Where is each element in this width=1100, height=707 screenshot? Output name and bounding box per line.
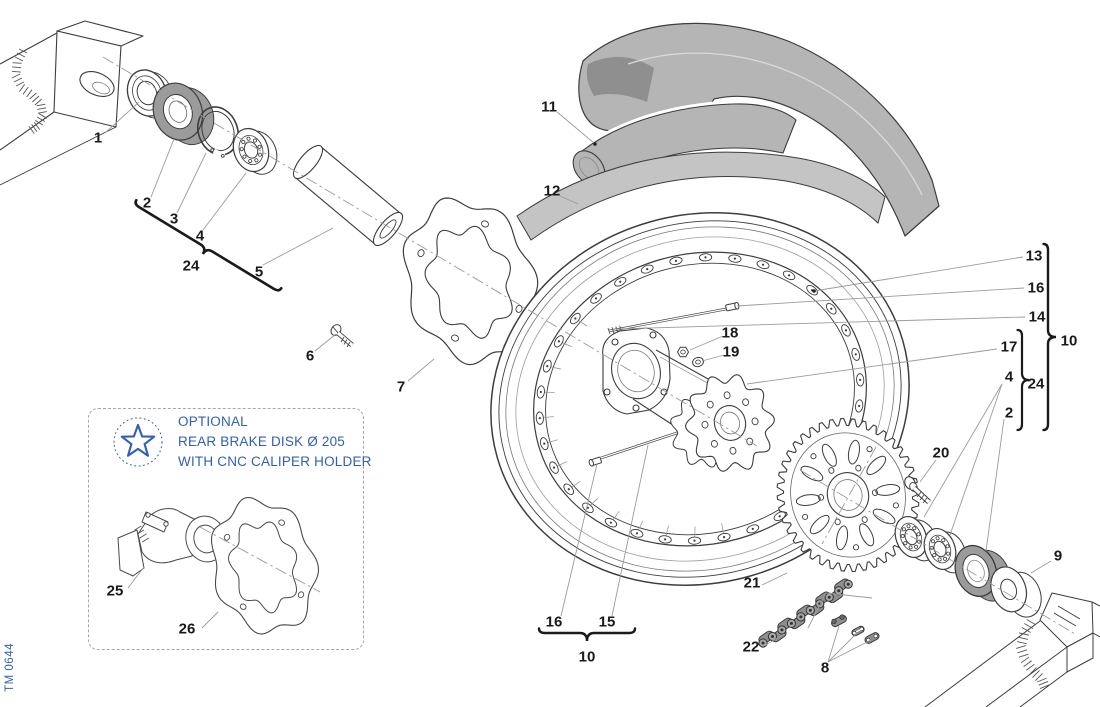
callout-24-left: 24 bbox=[182, 257, 200, 275]
callout-4-right: 4 bbox=[1004, 368, 1014, 386]
optional-note-line3: WITH CNC CALIPER HOLDER bbox=[178, 454, 372, 469]
rear-brake-disc bbox=[402, 197, 539, 366]
callout-10-right: 10 bbox=[1060, 332, 1078, 350]
callout-25: 25 bbox=[106, 582, 124, 600]
optional-caliper-and-disc bbox=[117, 496, 320, 635]
callout-6: 6 bbox=[305, 347, 315, 365]
callout-9: 9 bbox=[1053, 547, 1063, 565]
callout-24-right: 24 bbox=[1027, 375, 1045, 393]
sprocket-bolt bbox=[904, 476, 931, 505]
leader-lines bbox=[104, 101, 1052, 663]
callout-17: 17 bbox=[1000, 338, 1018, 356]
optional-note-line2: REAR BRAKE DISK Ø 205 bbox=[178, 434, 346, 449]
callout-21: 21 bbox=[743, 574, 761, 592]
callout-14: 14 bbox=[1028, 308, 1046, 326]
callout-16-right: 16 bbox=[1027, 279, 1045, 297]
callout-11: 11 bbox=[541, 98, 557, 116]
drawing-number: TM 0644 bbox=[4, 643, 16, 692]
center-lines bbox=[102, 56, 1076, 635]
callout-5: 5 bbox=[254, 263, 264, 281]
callout-13: 13 bbox=[1025, 247, 1043, 265]
swingarm-right-end bbox=[924, 592, 1100, 707]
axle-parts-group bbox=[126, 69, 354, 348]
callout-2-right: 2 bbox=[1004, 404, 1014, 422]
callout-1: 1 bbox=[93, 129, 103, 147]
rear-sprocket bbox=[776, 417, 920, 573]
drive-chain bbox=[758, 578, 853, 648]
callout-2: 2 bbox=[142, 194, 152, 212]
callout-12: 12 bbox=[543, 182, 561, 200]
callout-16-bottom: 16 bbox=[545, 613, 563, 631]
axle-spacer-tube bbox=[292, 144, 404, 247]
wheel-hub bbox=[602, 327, 729, 445]
sprocket-carrier-flange bbox=[670, 374, 775, 472]
callout-8: 8 bbox=[820, 659, 830, 677]
optional-note-line1: OPTIONAL bbox=[178, 414, 248, 429]
callout-10-bottom: 10 bbox=[578, 648, 596, 666]
rim-band bbox=[516, 151, 886, 241]
chain-master-link-parts bbox=[831, 614, 880, 644]
swingarm-left-end bbox=[0, 20, 144, 186]
group-braces bbox=[134, 198, 1057, 642]
callout-26: 26 bbox=[178, 620, 196, 638]
callout-4: 4 bbox=[195, 227, 205, 245]
callout-19: 19 bbox=[722, 343, 740, 361]
right-bearings-seal-spacer bbox=[894, 516, 1042, 618]
callout-22: 22 bbox=[742, 638, 760, 656]
special-parts-star-icon bbox=[113, 417, 163, 467]
callout-7: 7 bbox=[396, 378, 406, 396]
callout-20: 20 bbox=[932, 444, 950, 462]
callout-3: 3 bbox=[169, 210, 179, 228]
weld-bead-hatching bbox=[11, 48, 1050, 689]
callout-15: 15 bbox=[598, 613, 616, 631]
callout-18: 18 bbox=[721, 324, 739, 342]
optional-note-box bbox=[88, 408, 364, 650]
